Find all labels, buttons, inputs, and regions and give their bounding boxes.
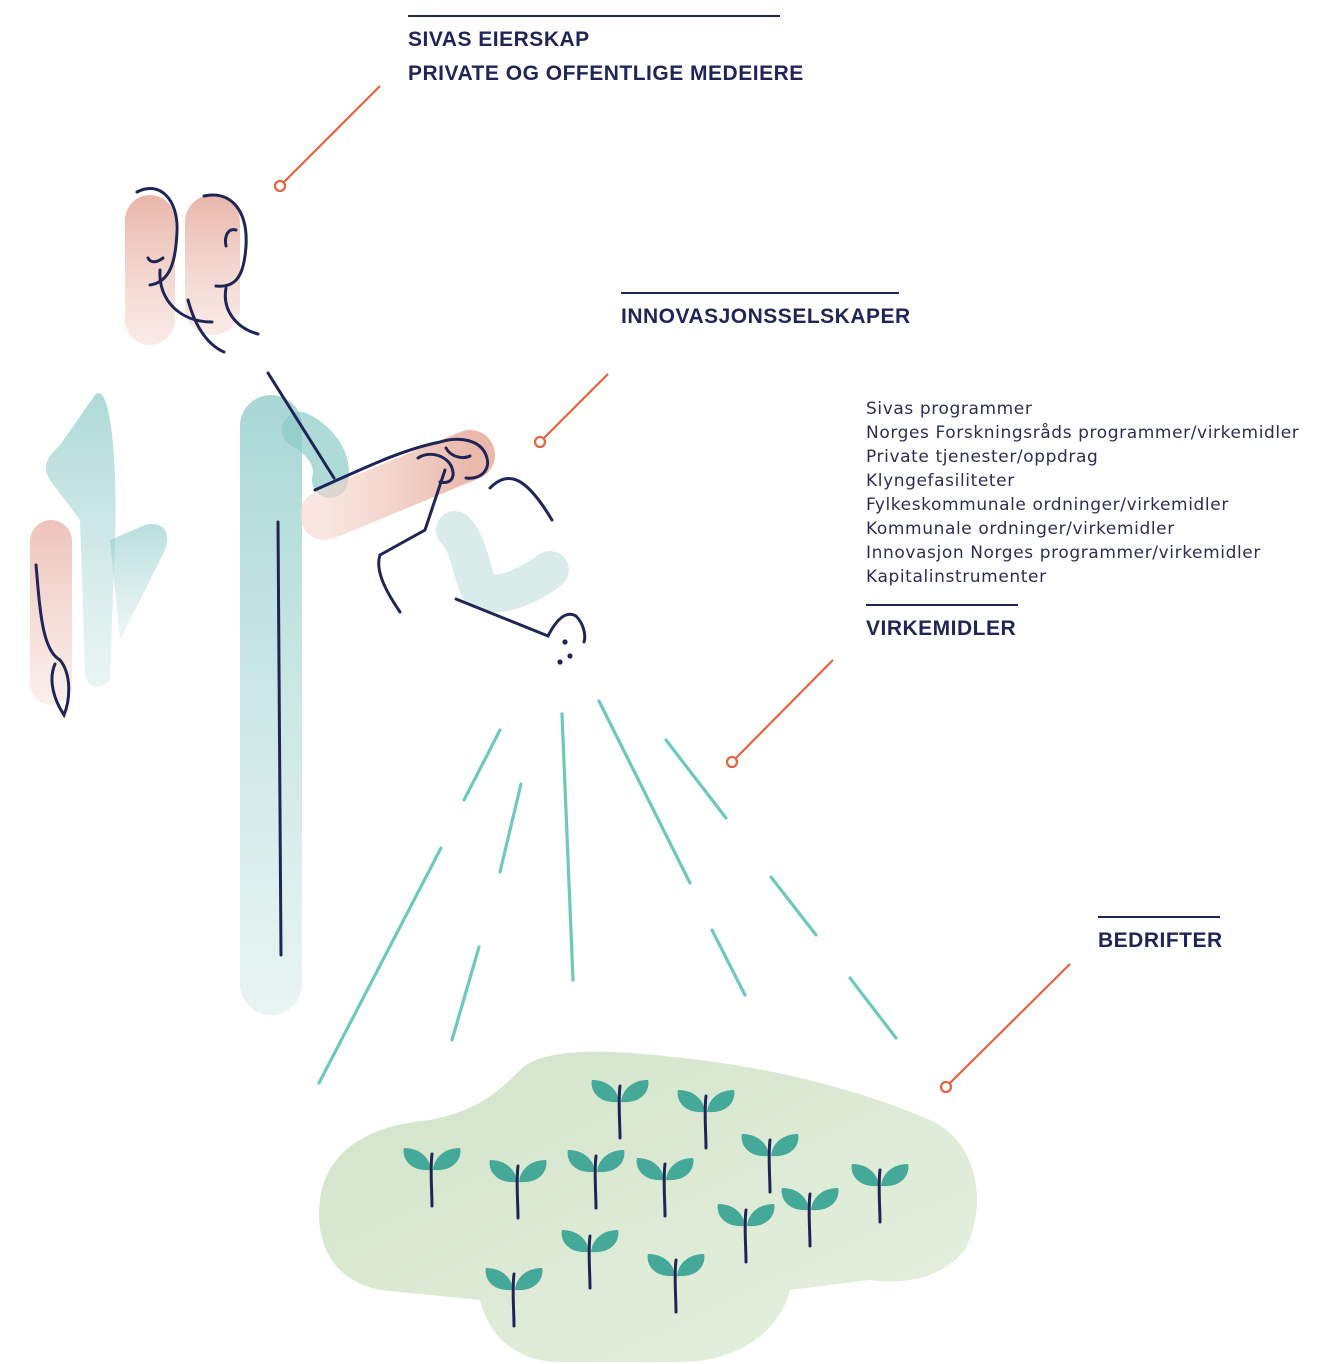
owners-heading-line2: PRIVATE OG OFFENTLIGE MEDEIERE [408,57,780,91]
companies-heading: BEDRIFTER [1098,924,1220,958]
spray-lines [319,701,896,1083]
instrument-list: Sivas programmer Norges Forskningsråds p… [866,397,1299,589]
instruments-label: VIRKEMIDLER [866,604,1018,646]
list-item: Klyngefasiliteter [866,469,1299,493]
list-item: Kommunale ordninger/virkemidler [866,517,1299,541]
owners-figure [125,188,258,352]
instruments-heading: VIRKEMIDLER [866,612,1018,646]
owners-heading-line1: SIVAS EIERSKAP [408,23,780,57]
list-item: Private tjenester/oppdrag [866,445,1299,469]
pointer-companies [941,964,1070,1092]
list-item: Sivas programmer [866,397,1299,421]
innovation-rule [621,292,899,294]
companies-label: BEDRIFTER [1098,916,1220,958]
list-item: Fylkeskommunale ordninger/virkemidler [866,493,1299,517]
pointer-innovation [535,374,608,447]
instruments-rule [866,604,1018,606]
companies-rule [1098,916,1220,918]
innovation-label: INNOVASJONSSELSKAPER [621,292,899,334]
innovation-figure [30,373,585,1015]
list-item: Norges Forskningsråds programmer/virkemi… [866,421,1299,445]
list-item: Kapitalinstrumenter [866,565,1299,589]
innovation-heading: INNOVASJONSSELSKAPER [621,300,899,334]
owners-label: SIVAS EIERSKAP PRIVATE OG OFFENTLIGE MED… [408,15,780,91]
list-item: Innovasjon Norges programmer/virkemidler [866,541,1299,565]
pointer-owners [275,86,380,191]
owners-rule [408,15,780,17]
pointer-instruments [727,660,833,767]
